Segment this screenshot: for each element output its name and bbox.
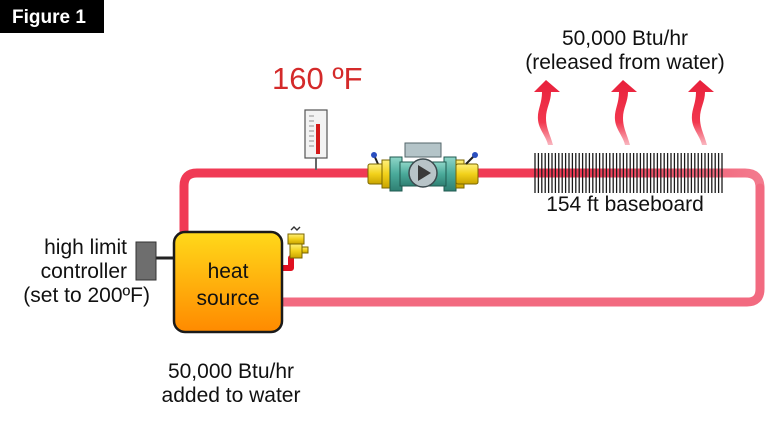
heat-added-line2: added to water bbox=[162, 384, 301, 407]
relief-valve bbox=[287, 226, 309, 259]
thermometer-column bbox=[316, 124, 320, 154]
controller-label-line2: controller bbox=[41, 260, 127, 283]
heat-source-box bbox=[172, 230, 284, 334]
heat-released-line1: 50,000 Btu/hr bbox=[562, 27, 688, 50]
relief-pipe bbox=[279, 255, 294, 271]
figure-badge: Figure 1 bbox=[0, 0, 104, 33]
baseboard-fins bbox=[534, 153, 723, 193]
figure-label: Figure 1 bbox=[12, 7, 86, 28]
isolation-valve-left bbox=[367, 152, 391, 189]
heat-arrow-icon bbox=[611, 80, 637, 145]
thermometer-reading: 160 ºF bbox=[272, 61, 363, 96]
heat-arrow-icon bbox=[534, 80, 560, 145]
heat-arrow-icon bbox=[688, 80, 714, 145]
flow-direction-icon bbox=[418, 165, 431, 181]
circulator-pump bbox=[389, 142, 457, 192]
heat-source-label-line2: source bbox=[196, 287, 259, 310]
heat-source: heat source bbox=[172, 230, 284, 334]
heat-source-label-line1: heat bbox=[208, 260, 249, 283]
heat-released-arrows bbox=[534, 80, 714, 145]
controller-box bbox=[135, 241, 157, 281]
pipe-loop bbox=[179, 168, 765, 307]
thermometer bbox=[304, 109, 328, 170]
pump-motor-box bbox=[404, 142, 442, 158]
heat-released-line2: (released from water) bbox=[525, 51, 725, 74]
controller-label-line1: high limit bbox=[44, 236, 127, 259]
isolation-valve-right bbox=[455, 152, 479, 189]
supply-pipe bbox=[179, 168, 765, 241]
heat-added-line1: 50,000 Btu/hr bbox=[168, 360, 294, 383]
return-pipe bbox=[277, 183, 765, 307]
controller-label-line3: (set to 200ºF) bbox=[23, 284, 150, 307]
spring-icon bbox=[290, 226, 301, 231]
baseboard-label: 154 ft baseboard bbox=[546, 193, 704, 216]
high-limit-controller bbox=[135, 241, 176, 281]
